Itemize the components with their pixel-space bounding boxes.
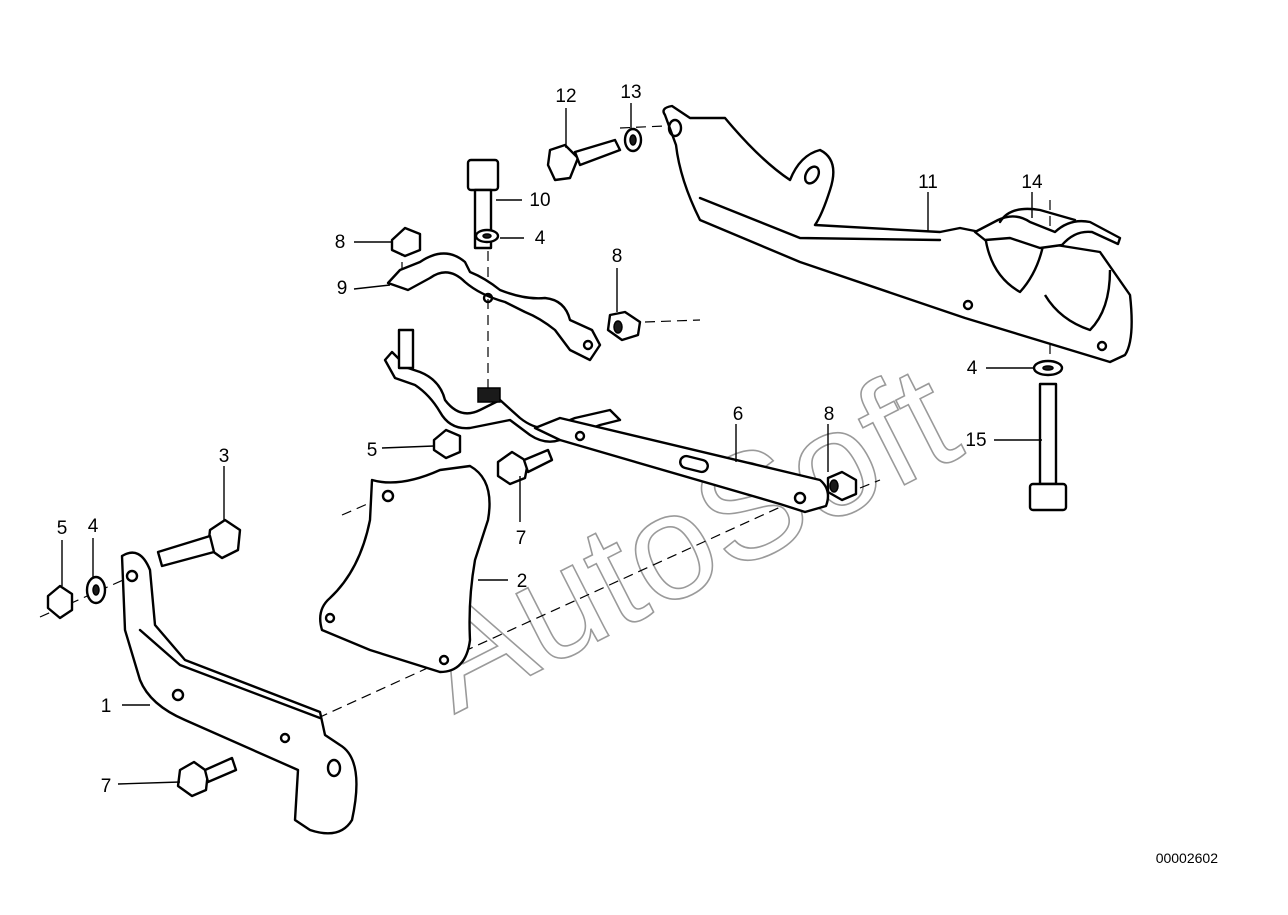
callout-8-top: 8 xyxy=(335,232,346,253)
callout-11: 11 xyxy=(918,172,938,193)
lower-support-bracket xyxy=(662,104,1133,364)
callout-10: 10 xyxy=(529,190,550,211)
plate-bracket xyxy=(319,464,491,674)
callout-4-right: 4 xyxy=(967,358,978,379)
nut-5-middle xyxy=(432,428,462,460)
callout-9: 9 xyxy=(337,278,348,299)
callout-6: 6 xyxy=(733,404,744,425)
washer-4-left xyxy=(85,575,107,605)
callout-8-strap: 8 xyxy=(824,404,835,425)
l-bracket xyxy=(120,551,358,835)
upper-clamp xyxy=(386,252,602,362)
callout-14: 14 xyxy=(1021,172,1043,193)
callout-4-top: 4 xyxy=(535,228,546,249)
callout-7-bottom: 7 xyxy=(101,776,112,797)
callout-1: 1 xyxy=(101,696,112,717)
callout-5-left: 5 xyxy=(57,518,68,539)
document-id: 00002602 xyxy=(1156,850,1219,866)
callout-8-right: 8 xyxy=(612,246,623,267)
bolt-3 xyxy=(156,518,242,568)
callout-7-middle: 7 xyxy=(516,528,527,549)
callout-12: 12 xyxy=(555,86,576,107)
bolt-12 xyxy=(546,138,622,182)
bolt-7-middle xyxy=(496,448,554,486)
lower-clamp xyxy=(383,350,622,443)
washer-4-right xyxy=(1032,359,1064,377)
callout-15: 15 xyxy=(965,430,986,451)
callout-3: 3 xyxy=(219,446,230,467)
callout-13: 13 xyxy=(620,82,641,103)
callout-numbers: 12 13 10 8 4 8 9 11 14 4 15 6 8 5 7 3 2 … xyxy=(57,82,1043,797)
washer-13 xyxy=(623,127,643,153)
callout-5-middle: 5 xyxy=(367,440,378,461)
clamp-half xyxy=(973,207,1122,250)
strap-bracket xyxy=(533,416,830,514)
nut-8-top xyxy=(390,226,422,258)
bolt-7-bottom xyxy=(176,756,238,798)
callout-2: 2 xyxy=(517,571,528,592)
callout-4-left: 4 xyxy=(88,516,99,537)
nut-8-strap xyxy=(826,470,858,502)
bolt-15 xyxy=(1028,382,1068,512)
callout-leaders xyxy=(61,103,1042,785)
nut-8-right xyxy=(606,310,642,342)
nut-5-left xyxy=(46,584,74,620)
washer-4-top xyxy=(474,228,500,244)
stud-9 xyxy=(397,328,415,370)
